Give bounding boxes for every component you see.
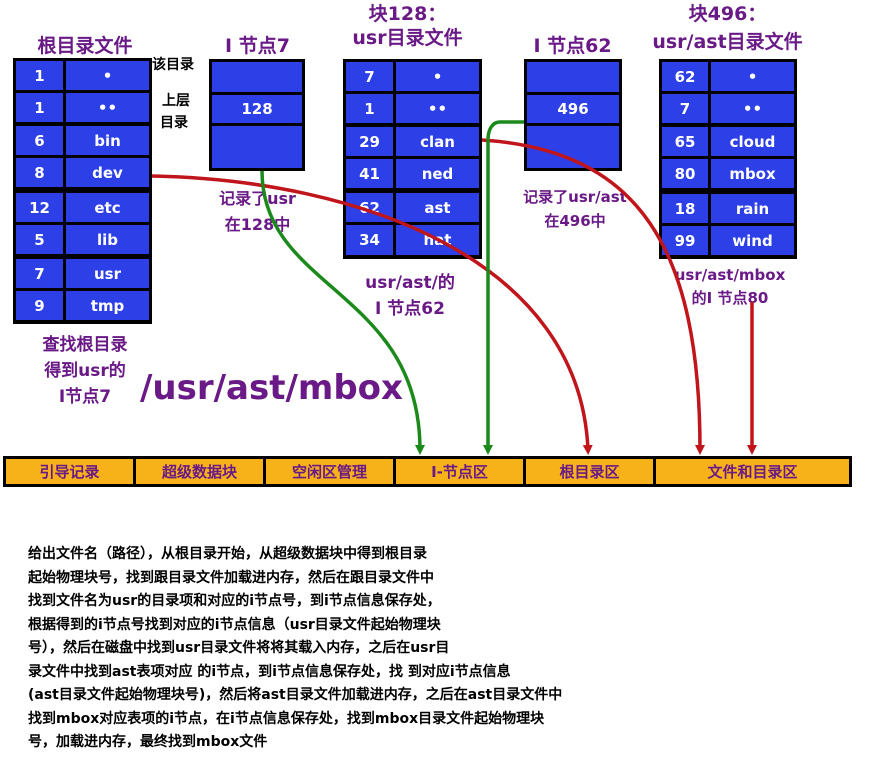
description-line: 给出文件名（路径），从根目录开始，从超级数据块中得到根目录 (28, 546, 427, 562)
ast-entry-num: 62 (662, 62, 708, 91)
block128-title-line2: usr目录文件 (352, 27, 463, 49)
ast-entry-num: 65 (662, 127, 708, 156)
usr-entry-num: 29 (346, 127, 393, 156)
usr-entry-num: 34 (346, 225, 393, 255)
usr-entry-name: •• (396, 94, 479, 123)
description-line: 录文件中找到ast表项对应 的i节点，到i节点信息保存处，找 到对应i节点信息 (28, 663, 511, 680)
mbox-inode-note-1: usr/ast/mbox (674, 266, 786, 284)
inode62-cell (527, 126, 619, 168)
disk-area-inodes: I-节点区 (396, 459, 523, 484)
root-entry-num: 1 (16, 61, 63, 90)
disk-area-root-dir: 根目录区 (526, 459, 653, 484)
inode62-record-note-2: 在496中 (544, 212, 606, 230)
inode62-table: 496 (524, 59, 622, 171)
usr-ast-inode-note-1: usr/ast/的 (365, 273, 455, 293)
arrow-inode62-to-inodearea (483, 120, 524, 455)
ast-entry-name: •• (711, 94, 794, 123)
root-entry-name: dev (66, 158, 149, 187)
root-dir-table: 1 • 1 •• 6 bin 8 dev 12 etc 5 lib 7 usr … (13, 58, 152, 324)
this-dir-label: 该目录 (152, 57, 194, 73)
disk-area-files-dirs: 文件和目录区 (656, 459, 849, 484)
inode62-title: I 节点62 (533, 35, 612, 57)
inode62-cell (527, 62, 619, 92)
usr-entry-name: • (396, 62, 479, 91)
usr-entry-name: ast (396, 193, 479, 222)
disk-layout-bar: 引导记录 超级数据块 空闲区管理 I-节点区 根目录区 文件和目录区 (3, 456, 852, 487)
root-entry-num: 5 (16, 225, 63, 254)
description-line: 找到文件名为usr的目录项和对应的i节点号，到i节点信息保存处， (28, 593, 441, 609)
usr-entry-name: hat (396, 225, 479, 255)
block128-title-line1: 块128： (368, 3, 447, 25)
ast-entry-num: 99 (662, 226, 708, 255)
inode7-cell: 128 (212, 95, 302, 123)
root-entry-num: 7 (16, 259, 63, 288)
ast-entry-name: • (711, 62, 794, 91)
usr-entry-name: ned (396, 159, 479, 188)
root-entry-num: 1 (16, 93, 63, 122)
root-entry-num: 8 (16, 158, 63, 187)
disk-area-free-space: 空闲区管理 (266, 459, 393, 484)
block496-title-line1: 块496： (688, 3, 767, 25)
usr-entry-name: clan (396, 127, 479, 156)
ast-entry-num: 7 (662, 94, 708, 123)
ast-entry-num: 18 (662, 194, 708, 223)
ast-entry-name: mbox (711, 159, 794, 188)
inode7-table: 128 (209, 59, 305, 171)
description-line: 根据得到的i节点号找到对应的i节点信息（usr目录文件起始物理块 (28, 616, 441, 633)
root-entry-name: • (66, 61, 149, 90)
disk-area-superblock: 超级数据块 (136, 459, 263, 484)
parent-dir-label-2: 目录 (160, 115, 188, 131)
root-find-note-1: 查找根目录 (42, 335, 128, 355)
description-paragraph: 给出文件名（路径），从根目录开始，从超级数据块中得到根目录 起始物理块号，找到跟… (28, 543, 678, 755)
usr-entry-num: 1 (346, 94, 393, 123)
ast-entry-num: 80 (662, 159, 708, 188)
root-entry-name: bin (66, 126, 149, 155)
root-dir-title: 根目录文件 (37, 35, 133, 57)
usr-entry-num: 7 (346, 62, 393, 91)
root-entry-num: 9 (16, 291, 63, 320)
description-line: 号，加载进内存，最终找到mbox文件 (28, 734, 268, 750)
root-entry-name: •• (66, 93, 149, 122)
lookup-path: /usr/ast/mbox (140, 368, 403, 408)
root-find-note-3: I节点7 (58, 387, 112, 407)
usr-ast-inode-note-2: I 节点62 (375, 299, 445, 319)
root-entry-name: tmp (66, 291, 149, 320)
block496-title-line2: usr/ast目录文件 (652, 31, 803, 53)
description-line: 号），然后在磁盘中找到usr目录文件将将其载入内存，之后在usr目 (28, 640, 450, 656)
disk-area-boot: 引导记录 (6, 459, 133, 484)
root-entry-name: lib (66, 225, 149, 254)
root-entry-num: 6 (16, 126, 63, 155)
usr-entry-num: 62 (346, 193, 393, 222)
inode7-cell (212, 126, 302, 168)
mbox-inode-note-2: 的I 节点80 (691, 289, 769, 307)
root-entry-name: usr (66, 259, 149, 288)
description-line: (ast目录文件起始物理块号)，然后将ast目录文件加载进内存，之后在ast目录… (28, 687, 563, 703)
ast-entry-name: cloud (711, 127, 794, 156)
inode7-record-note-1: 记录了usr (219, 189, 296, 208)
ast-entry-name: rain (711, 194, 794, 223)
usr-dir-table: 7 • 1 •• 29 clan 41 ned 62 ast 34 hat (343, 59, 482, 259)
root-entry-name: etc (66, 193, 149, 222)
inode7-title: I 节点7 (225, 35, 290, 57)
inode7-record-note-2: 在128中 (224, 215, 291, 234)
usr-entry-num: 41 (346, 159, 393, 188)
root-entry-num: 12 (16, 193, 63, 222)
parent-dir-label-1: 上层 (162, 93, 190, 109)
description-line: 找到mbox对应表项的i节点，在i节点信息保存处，找到mbox目录文件起始物理块 (28, 710, 545, 727)
inode62-cell: 496 (527, 95, 619, 123)
description-line: 起始物理块号，找到跟目录文件加载进内存，然后在跟目录文件中 (28, 569, 434, 586)
ast-dir-table: 62 • 7 •• 65 cloud 80 mbox 18 rain 99 wi… (659, 59, 797, 259)
root-find-note-2: 得到usr的 (44, 361, 126, 381)
inode7-cell (212, 62, 302, 92)
inode62-record-note-1: 记录了usr/ast (523, 188, 627, 206)
ast-entry-name: wind (711, 226, 794, 255)
